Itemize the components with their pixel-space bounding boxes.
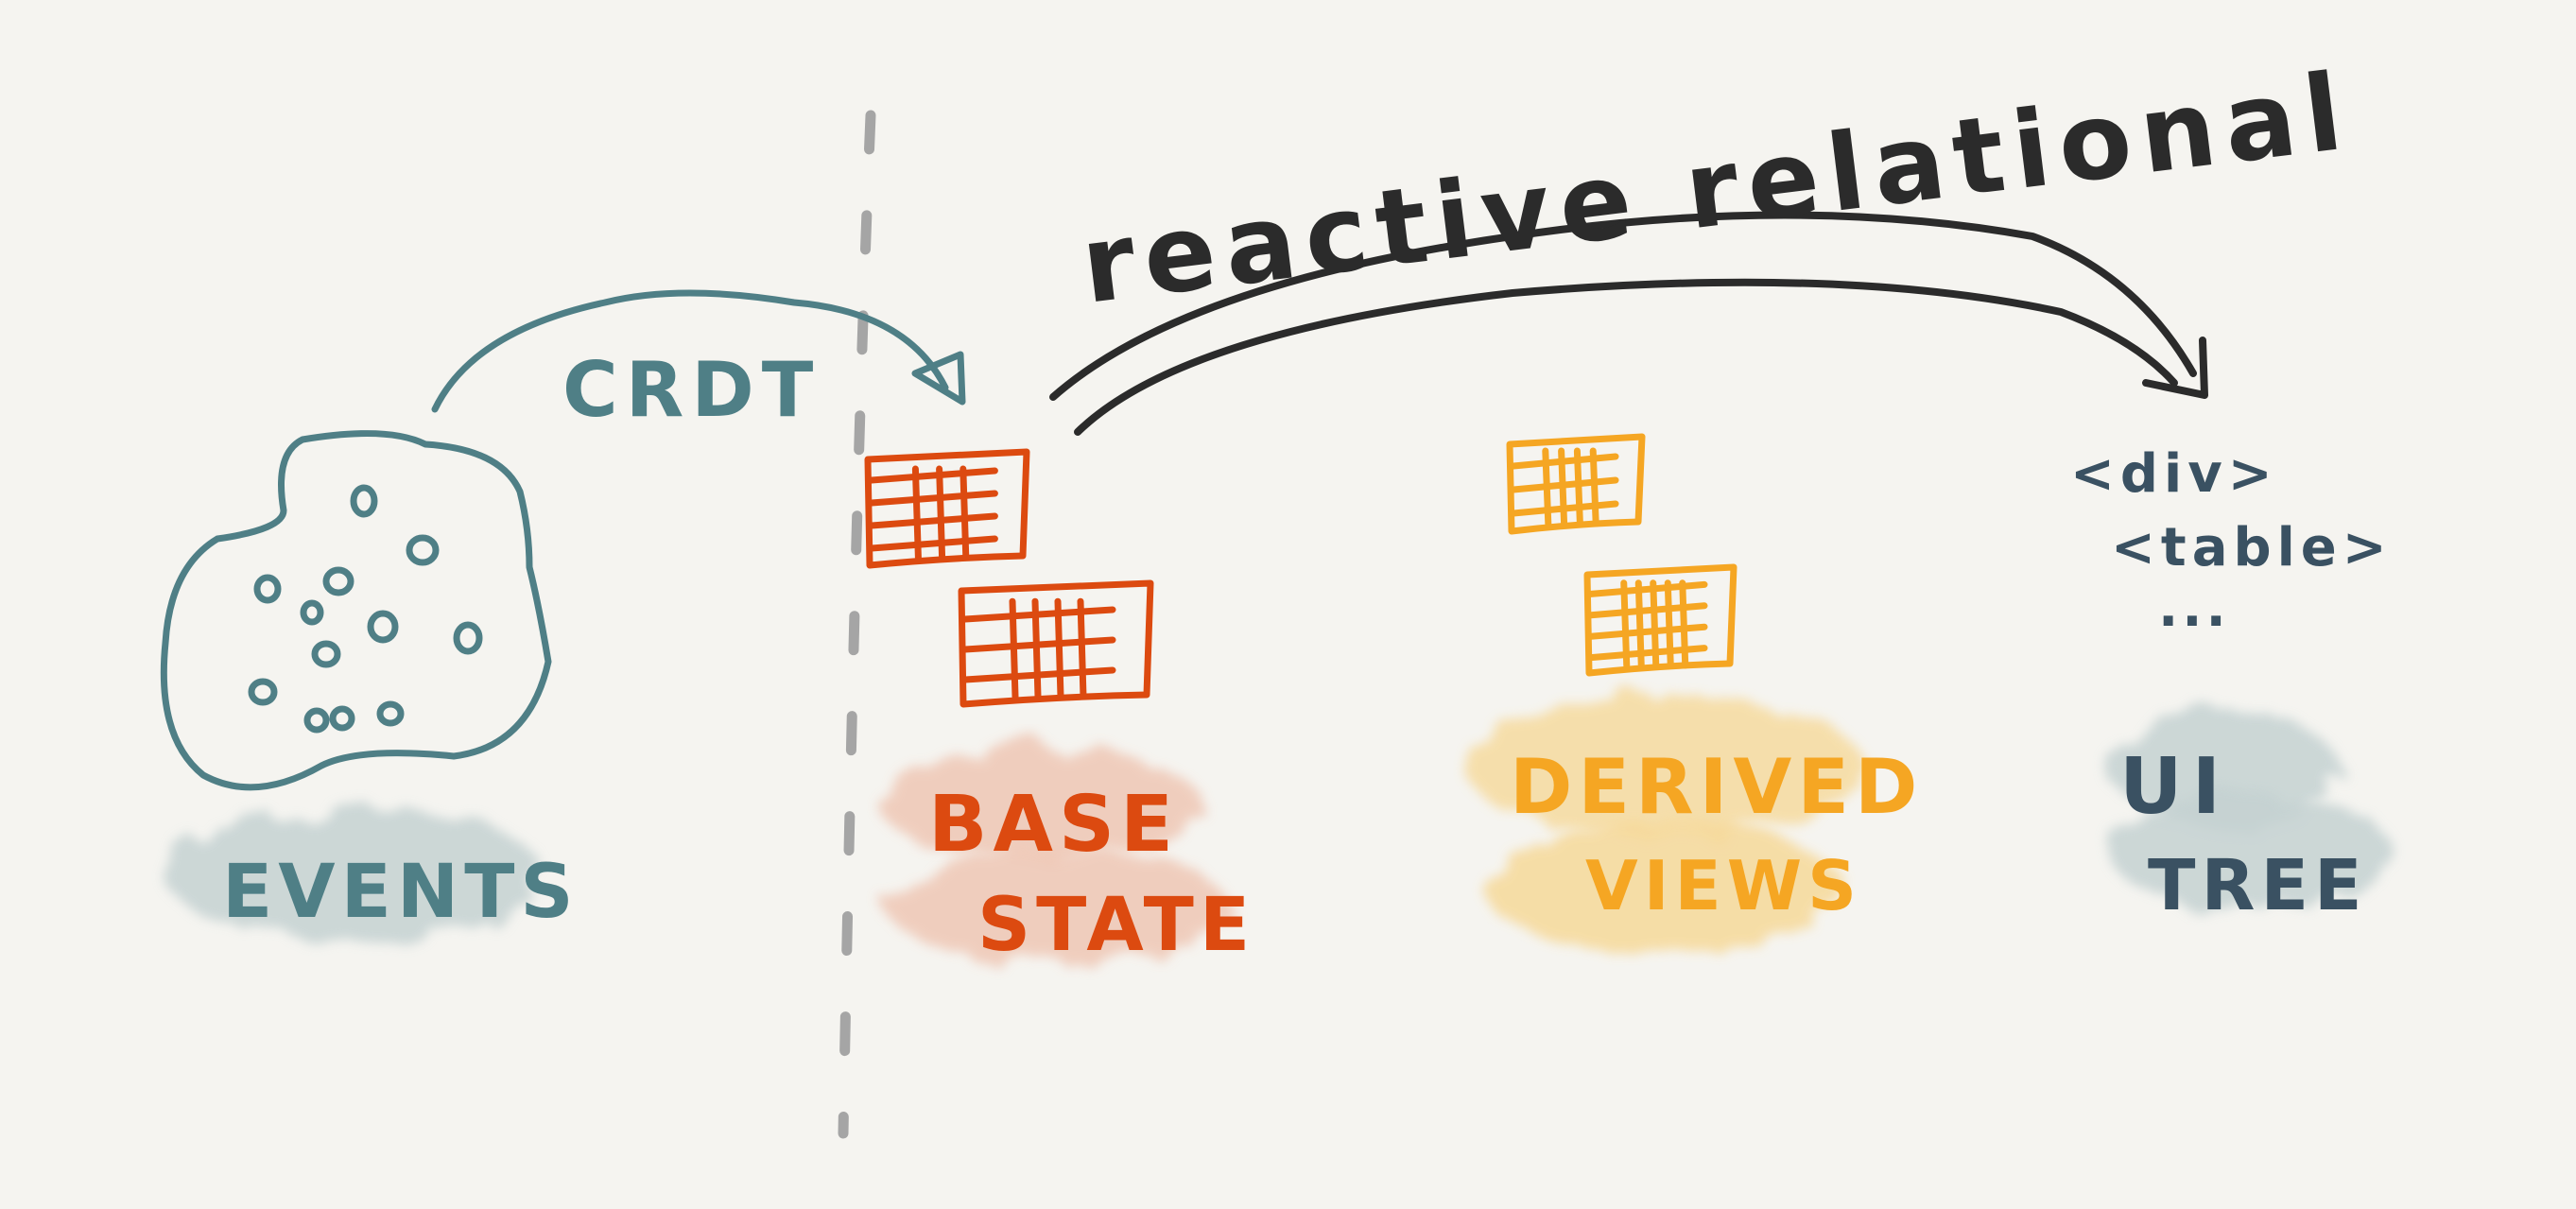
ui-tree-wash-2: [2108, 794, 2392, 907]
table-row-line: [961, 606, 1116, 623]
table-col-line: [1009, 597, 1019, 700]
table-col-line: [1589, 447, 1599, 527]
table-col-line: [936, 465, 946, 561]
table-col-line: [1650, 579, 1660, 669]
table-col-line: [1573, 447, 1583, 527]
table-border: [1583, 563, 1738, 677]
reactive-arrowhead-icon: [2142, 337, 2208, 399]
ui-tree-wash: [2108, 709, 2335, 822]
derived-views-wash-2: [1484, 822, 1843, 955]
table-col-line: [960, 465, 970, 561]
table-col-line: [1542, 447, 1552, 527]
reactive-arrow-inner: [1074, 278, 2178, 436]
event-dots: [248, 484, 483, 734]
table-col-line: [1054, 597, 1064, 700]
ui-tree-item-ellipsis: ...: [2158, 578, 2230, 639]
ui-tree-item-table: <table>: [2111, 517, 2393, 579]
derived-views-wash: [1465, 695, 1862, 837]
table-col-line: [1077, 597, 1087, 700]
events-label: EVENTS: [222, 850, 579, 935]
table-col-line: [1634, 579, 1645, 669]
events-wash: [165, 808, 544, 941]
events-cloud: [160, 430, 552, 791]
ui-tree-label-line2: TREE: [2148, 845, 2368, 926]
table-row-line: [868, 490, 998, 507]
base-state-wash-2: [889, 851, 1229, 964]
base-state-table-1: [864, 448, 1030, 569]
crdt-arrowhead-icon: [911, 351, 966, 406]
crdt-arrow: [431, 289, 949, 413]
table-col-line: [1558, 447, 1568, 527]
derived-views-label-line2: VIEWS: [1585, 846, 1862, 925]
base-state-table-2: [958, 579, 1154, 708]
divider-dashed-line: [838, 110, 876, 1139]
table-row-line: [1587, 602, 1708, 619]
base-state-label-line1: BASE: [928, 780, 1179, 870]
ui-tree-label-line1: UI: [2119, 742, 2230, 832]
table-col-line: [1664, 579, 1674, 669]
table-row-line: [868, 467, 998, 484]
base-state-wash: [879, 747, 1201, 860]
derived-view-table-1: [1506, 433, 1646, 535]
table-row-line: [868, 535, 998, 552]
crdt-label: CRDT: [562, 346, 821, 434]
derived-view-table-2: [1583, 563, 1738, 677]
table-col-line: [911, 465, 922, 561]
ui-tree-item-div: <div>: [2070, 443, 2278, 505]
table-border: [864, 448, 1030, 569]
base-state-label-line2: STATE: [977, 883, 1255, 968]
table-row-line: [868, 512, 998, 529]
table-col-line: [1679, 579, 1689, 669]
table-col-line: [1620, 579, 1631, 669]
table-col-line: [1031, 597, 1042, 700]
reactive-arrow-outer: [1049, 211, 2197, 401]
derived-views-label-line1: DERIVED: [1510, 743, 1923, 831]
table-row-line: [1587, 580, 1708, 597]
